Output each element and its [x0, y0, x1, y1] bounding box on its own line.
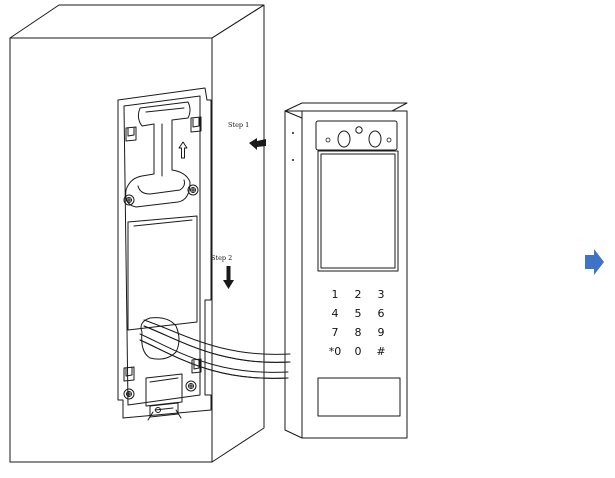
door-station-device: 1 2 3 4 5 6 7 8 9 *0 0 #: [284, 102, 408, 439]
left-arrow-icon: [249, 138, 266, 150]
keypad-key: 0: [355, 345, 362, 358]
up-arrow-icon: [178, 141, 188, 159]
camera-strip: [315, 120, 398, 151]
right-pointing-arrow-icon: [585, 249, 604, 275]
wall-block: [9, 4, 265, 463]
bracket-hook-lower-left: [123, 366, 135, 382]
step1-label: Step 1: [228, 121, 249, 129]
keypad-key: 6: [378, 307, 385, 320]
keypad-key: 1: [332, 288, 339, 301]
step1-annotation: Step 1: [228, 121, 266, 150]
keypad-key: *0: [329, 345, 342, 358]
down-arrow-icon: [223, 266, 234, 289]
wall-side-face: [211, 4, 265, 463]
keypad-key: 2: [355, 288, 362, 301]
bracket-middle-window: [127, 215, 198, 331]
screw-upper-left: [123, 194, 135, 206]
step2-label: Step 2: [211, 254, 232, 262]
step2-annotation: Step 2: [211, 254, 234, 289]
bracket-hook-upper-right: [190, 116, 202, 133]
bracket-upper-cutout: [125, 101, 191, 208]
keypad-key: 3: [378, 288, 385, 301]
mounting-bracket: [117, 87, 212, 421]
keypad: 1 2 3 4 5 6 7 8 9 *0 0 #: [329, 288, 386, 358]
camera-lens-icon: [325, 126, 392, 148]
cable-bundle: [139, 319, 291, 379]
bracket-hook-upper-left: [125, 126, 137, 142]
screw-upper-right: [187, 184, 199, 196]
keypad-key: 4: [332, 307, 339, 320]
keypad-key: 7: [332, 326, 339, 339]
wall-front-face: [9, 37, 213, 463]
speaker-grille: [317, 377, 401, 417]
keypad-key: #: [376, 345, 385, 358]
keypad-key: 8: [355, 326, 362, 339]
screw-lower-right: [185, 380, 197, 392]
display-screen: [317, 150, 399, 272]
screw-lower-left: [123, 388, 135, 400]
keypad-key: 9: [378, 326, 385, 339]
wall-top-face: [9, 4, 265, 39]
cable-entry-hole: [140, 317, 180, 360]
keypad-key: 5: [355, 307, 362, 320]
